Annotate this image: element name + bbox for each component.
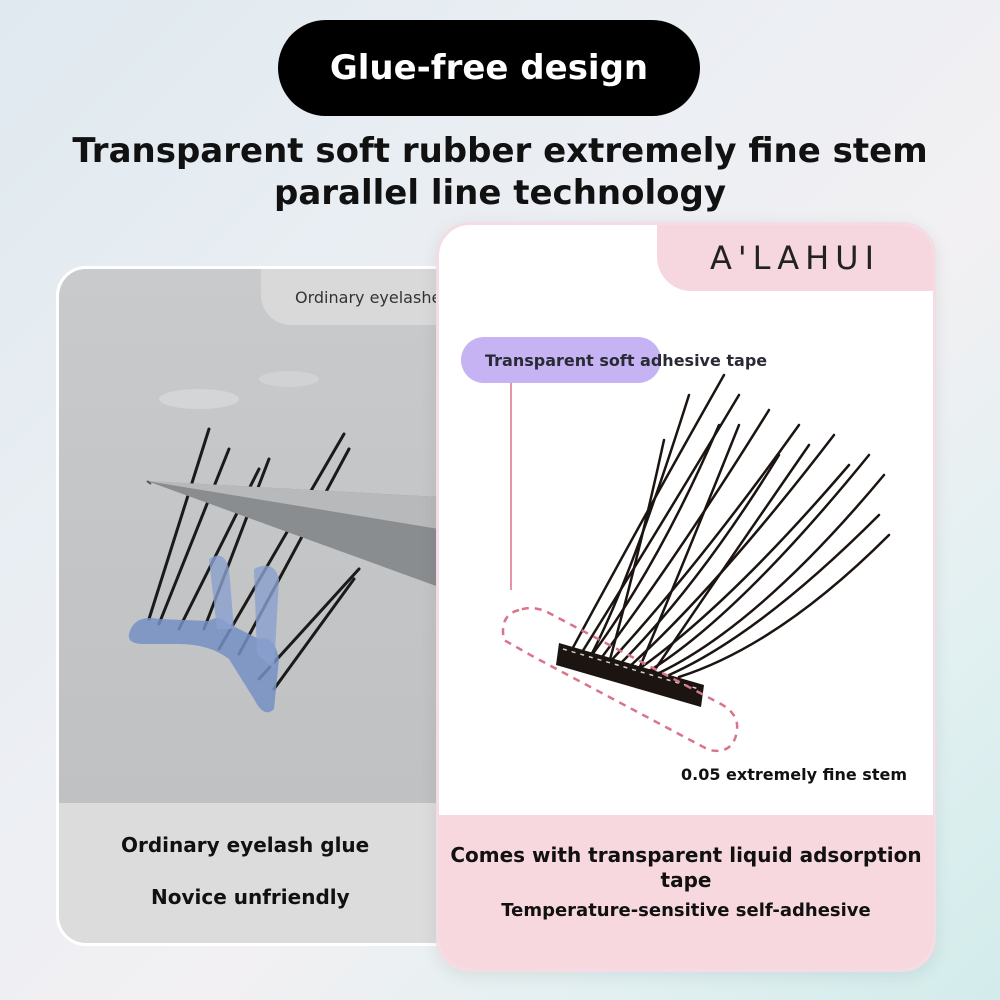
ordinary-caption-area: Ordinary eyelash glue Novice unfriendly (59, 803, 483, 943)
ordinary-eyelash-photo: Ordinary eyelashes (59, 269, 483, 803)
ordinary-eyelash-card: Ordinary eyelashes Ordinary eyelash glue… (56, 266, 486, 946)
stem-label: 0.05 extremely fine stem (681, 765, 907, 784)
glue-free-caption-tape: Comes with transparent liquid adsorption… (450, 843, 922, 892)
brand-logo: A'LAHUI (657, 225, 933, 291)
ordinary-caption-unfriendly: Novice unfriendly (151, 885, 350, 909)
ordinary-caption-glue: Ordinary eyelash glue (121, 833, 370, 857)
glue-free-caption-self-adhesive: Temperature-sensitive self-adhesive (501, 900, 871, 921)
glue-free-eyelash-card: A'LAHUI Transparent soft adhes (436, 222, 936, 972)
tape-label-pill: Transparent soft adhesive tape (461, 337, 767, 383)
subtitle: Transparent soft rubber extremely fine s… (72, 131, 928, 213)
title-pill: Glue-free design (278, 20, 700, 116)
glue-free-caption-area: Comes with transparent liquid adsorption… (439, 815, 933, 969)
glue-free-lash-illustration (501, 373, 891, 753)
tweezer-lash-illustration (128, 371, 439, 713)
